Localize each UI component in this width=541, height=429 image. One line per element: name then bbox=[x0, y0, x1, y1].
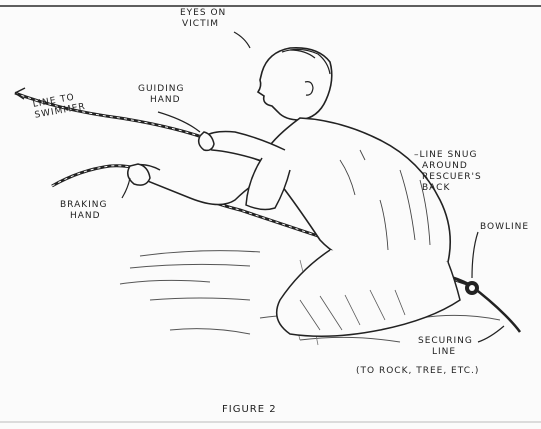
label-securing-note-text: (TO ROCK, TREE, ETC.) bbox=[356, 366, 479, 377]
label-securing-line: SECURING LINE bbox=[418, 336, 473, 358]
label-eyes-line-2: VICTIM bbox=[182, 19, 226, 30]
label-snug-line-3: RESCUER'S bbox=[422, 172, 482, 183]
label-braking-hand: BRAKING HAND bbox=[60, 200, 107, 222]
label-guiding-line-1: GUIDING bbox=[138, 84, 185, 95]
label-line-snug: –LINE SNUG AROUND RESCUER'S BACK bbox=[414, 150, 482, 194]
label-guiding-hand: GUIDING HAND bbox=[138, 84, 185, 106]
label-snug-line-1: –LINE SNUG bbox=[414, 150, 482, 161]
label-securing-line-2: LINE bbox=[432, 347, 473, 358]
bowline-pointer-arrow bbox=[472, 232, 478, 278]
label-guiding-line-2: HAND bbox=[150, 95, 185, 106]
braking-pointer-arrow bbox=[122, 178, 130, 198]
label-securing-note: (TO ROCK, TREE, ETC.) bbox=[356, 366, 479, 377]
label-bowline: BOWLINE bbox=[480, 222, 529, 233]
eyes-pointer-arrow bbox=[234, 32, 250, 48]
label-securing-line-1: SECURING bbox=[418, 336, 473, 347]
securing-pointer-arrow bbox=[478, 326, 504, 342]
label-braking-line-2: HAND bbox=[70, 211, 107, 222]
label-bowline-text: BOWLINE bbox=[480, 222, 529, 233]
label-snug-line-2: AROUND bbox=[422, 161, 482, 172]
label-snug-line-4: BACK bbox=[422, 183, 482, 194]
label-eyes-on-victim: EYES ON VICTIM bbox=[180, 8, 226, 30]
label-braking-line-1: BRAKING bbox=[60, 200, 107, 211]
rescuer-head bbox=[258, 48, 332, 120]
figure-caption: FIGURE 2 bbox=[222, 404, 277, 415]
rescuer-legs bbox=[277, 250, 460, 336]
label-eyes-line-1: EYES ON bbox=[180, 8, 226, 19]
